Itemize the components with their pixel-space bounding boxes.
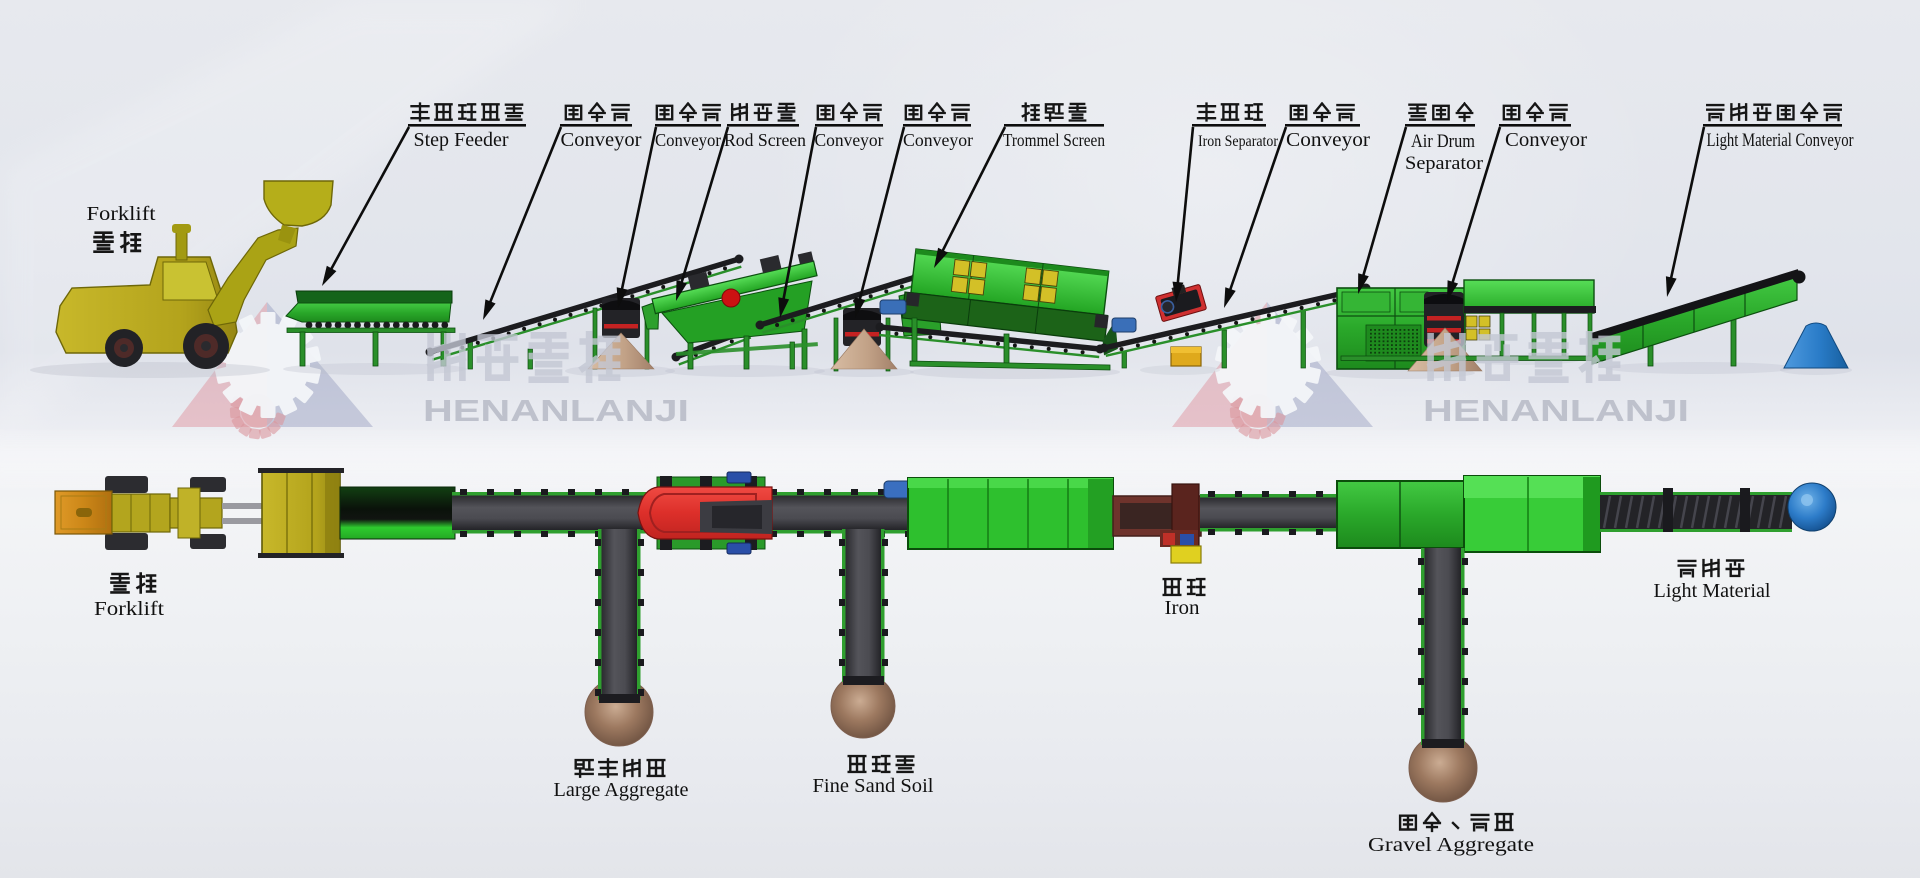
svg-text:Air Drum: Air Drum [1411,131,1475,152]
svg-text:Iron Separator: Iron Separator [1198,133,1279,150]
svg-text:Conveyor: Conveyor [1286,129,1370,151]
svg-text:Conveyor: Conveyor [561,129,642,151]
svg-text:Iron: Iron [1165,597,1200,619]
svg-text:HENANLANJI: HENANLANJI [423,393,689,428]
svg-text:Separator: Separator [1405,153,1484,174]
svg-text:Conveyor: Conveyor [655,130,721,150]
svg-text:Large Aggregate: Large Aggregate [554,779,689,801]
svg-text:Conveyor: Conveyor [815,130,884,150]
svg-text:Conveyor: Conveyor [903,130,973,150]
svg-text:Light Material Conveyor: Light Material Conveyor [1707,130,1855,151]
svg-text:Gravel Aggregate: Gravel Aggregate [1368,834,1534,856]
svg-text:Light Material: Light Material [1654,580,1771,602]
svg-text:HENANLANJI: HENANLANJI [1423,393,1689,428]
svg-text:Trommel Screen: Trommel Screen [1003,130,1105,150]
svg-text:Forklift: Forklift [94,598,164,620]
svg-text:Conveyor: Conveyor [1505,129,1587,151]
svg-text:Rod Screen: Rod Screen [724,130,806,150]
svg-text:Forklift: Forklift [87,203,156,225]
svg-text:Step Feeder: Step Feeder [414,129,509,151]
svg-text:Fine Sand Soil: Fine Sand Soil [813,775,934,797]
